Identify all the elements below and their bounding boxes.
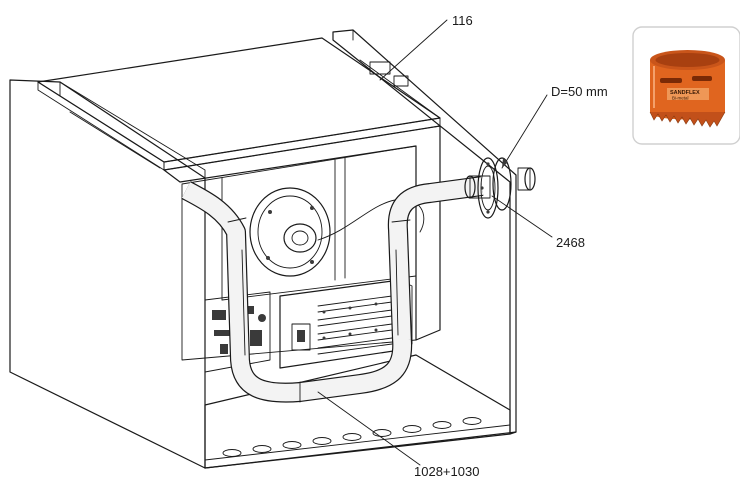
pipe-outlet [517, 167, 536, 191]
callout-116: 116 [379, 13, 473, 81]
callout-1028-1030: 1028+1030 [317, 391, 479, 479]
callout-2468: 2468 [491, 195, 585, 250]
ventilation-holes [222, 417, 482, 457]
blower-fan [249, 187, 331, 277]
heater-unit [37, 37, 441, 373]
callout-diameter: D=50 mm [501, 84, 608, 169]
callout-label-116: 116 [452, 13, 473, 28]
wall-flange [464, 157, 512, 219]
hole-saw-subbrand: Bi-metal [672, 96, 689, 101]
hole-saw-inset: SANDFLEX Bi-metal [632, 26, 740, 145]
callout-label-diameter: D=50 mm [551, 84, 608, 99]
callout-label-1028-1030: 1028+1030 [414, 464, 479, 479]
heat-exchanger [279, 279, 413, 369]
cabinet [9, 29, 517, 469]
hole-saw-brand: SANDFLEX [670, 90, 700, 96]
hole-saw-icon: SANDFLEX Bi-metal [649, 50, 726, 128]
cabinet-left-panel [9, 79, 206, 469]
callout-label-2468: 2468 [556, 235, 585, 250]
exhaust-pipe [181, 176, 484, 403]
cabinet-right-panel [332, 29, 517, 435]
